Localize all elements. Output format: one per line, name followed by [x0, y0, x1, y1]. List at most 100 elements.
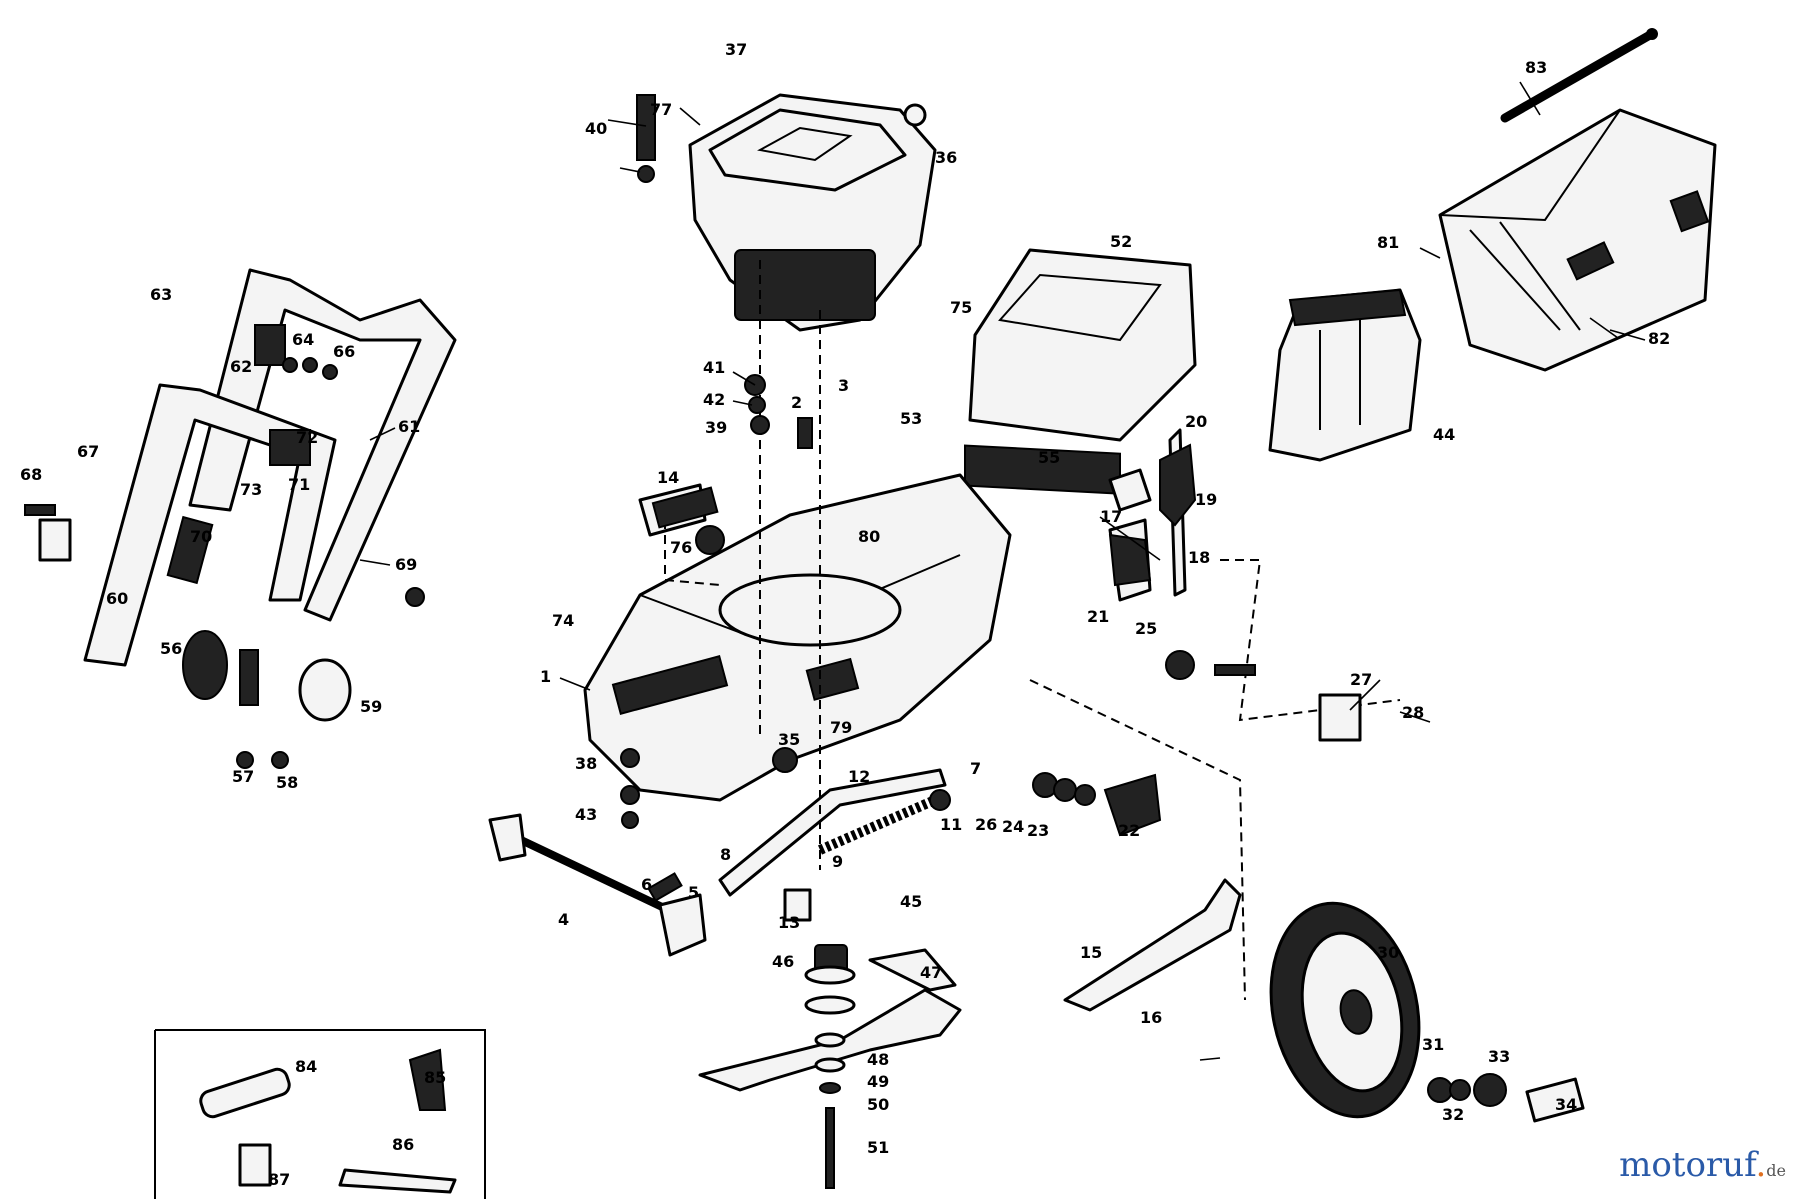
part-label: 59: [360, 697, 382, 716]
part-label: 73: [240, 480, 262, 499]
part-label: 47: [920, 963, 942, 982]
part-label: 37: [725, 40, 747, 59]
part-label: 80: [858, 527, 880, 546]
part-label: 28: [1402, 703, 1424, 722]
part-label: 58: [276, 773, 298, 792]
part-label: 24: [1002, 817, 1024, 836]
mower-deck: [583, 473, 1012, 802]
part-label: 25: [1135, 619, 1157, 638]
part-label: 51: [867, 1138, 889, 1157]
part-label: 77: [650, 100, 672, 119]
part-label: 75: [950, 298, 972, 317]
part-label: 40: [585, 119, 607, 138]
part-label: 19: [1195, 490, 1217, 509]
blade-hardware: [804, 944, 856, 1189]
part-label: 55: [1038, 448, 1060, 467]
small-wheel-left: [182, 630, 352, 722]
rear-flap: [1063, 878, 1242, 1012]
part-label: 2: [791, 393, 802, 412]
part-label: 68: [20, 465, 42, 484]
part-label: 16: [1140, 1008, 1162, 1027]
part-label: 15: [1080, 943, 1102, 962]
part-label: 23: [1027, 821, 1049, 840]
part-label: 81: [1377, 233, 1399, 252]
part-label: 82: [1648, 329, 1670, 348]
hardware: [24, 94, 1585, 1123]
part-label: 67: [77, 442, 99, 461]
part-label: 20: [1185, 412, 1207, 431]
rear-axle: [718, 768, 947, 897]
part-label: 45: [900, 892, 922, 911]
part-label: 4: [558, 910, 569, 929]
brand-name: motoruf: [1619, 1145, 1756, 1185]
part-label: 36: [935, 148, 957, 167]
part-label: 38: [575, 754, 597, 773]
part-label: 60: [106, 589, 128, 608]
part-label: 9: [832, 852, 843, 871]
brand-tld: de: [1766, 1161, 1786, 1180]
part-label: 35: [778, 730, 800, 749]
catcher-rod: [1500, 28, 1658, 123]
part-label: 63: [150, 285, 172, 304]
part-label: 72: [296, 428, 318, 447]
part-number-labels: 1 2 3 4 5 6 7 8 9 11 12 13 14 15 16 17 1…: [20, 40, 1670, 1189]
part-label: 46: [772, 952, 794, 971]
part-label: 11: [940, 815, 962, 834]
part-label: 49: [867, 1072, 889, 1091]
part-label: 70: [190, 527, 212, 546]
part-label: 18: [1188, 548, 1210, 567]
part-label: 74: [552, 611, 574, 630]
part-label: 5: [688, 883, 699, 902]
main-wheel: [1269, 901, 1421, 1119]
part-label: 13: [778, 913, 800, 932]
part-label: 84: [295, 1057, 317, 1076]
part-label: 26: [975, 815, 997, 834]
part-label: 71: [288, 475, 310, 494]
part-label: 34: [1555, 1095, 1577, 1114]
part-label: 33: [1488, 1047, 1510, 1066]
engine: [688, 93, 937, 332]
part-label: 7: [970, 759, 981, 778]
part-label: 32: [1442, 1105, 1464, 1124]
part-label: 83: [1525, 58, 1547, 77]
part-label: 53: [900, 409, 922, 428]
part-label: 66: [333, 342, 355, 361]
part-label: 31: [1422, 1035, 1444, 1054]
part-label: 52: [1110, 232, 1132, 251]
part-label: 12: [848, 767, 870, 786]
part-label: 42: [703, 390, 725, 409]
part-label: 22: [1118, 821, 1140, 840]
part-label: 64: [292, 330, 314, 349]
part-label: 79: [830, 718, 852, 737]
blade: [698, 948, 962, 1092]
part-label: 44: [1433, 425, 1455, 444]
brand-logo: motoruf.de: [1619, 1145, 1786, 1185]
part-label: 50: [867, 1095, 889, 1114]
cover-box: [964, 248, 1197, 495]
part-label: 85: [424, 1068, 446, 1087]
part-label: 27: [1350, 670, 1372, 689]
part-label: 61: [398, 417, 420, 436]
part-label: 48: [867, 1050, 889, 1069]
accessories-box: [154, 1029, 486, 1199]
part-label: 43: [575, 805, 597, 824]
part-label: 76: [670, 538, 692, 557]
part-label: 86: [392, 1135, 414, 1154]
assembly-guides: [664, 260, 1401, 1001]
part-label: 30: [1377, 943, 1399, 962]
part-label: 69: [395, 555, 417, 574]
part-label: 62: [230, 357, 252, 376]
brand-dot: .: [1755, 1145, 1767, 1185]
part-label: 3: [838, 376, 849, 395]
part-label: 56: [160, 639, 182, 658]
part-label: 6: [641, 875, 652, 894]
part-label: 21: [1087, 607, 1109, 626]
part-label: 14: [657, 468, 679, 487]
part-label: 39: [705, 418, 727, 437]
part-label: 17: [1100, 507, 1122, 526]
part-label: 1: [540, 667, 551, 686]
grass-catcher-bag: [1438, 108, 1717, 372]
leader-lines: [359, 81, 1646, 1061]
part-label: 8: [720, 845, 731, 864]
